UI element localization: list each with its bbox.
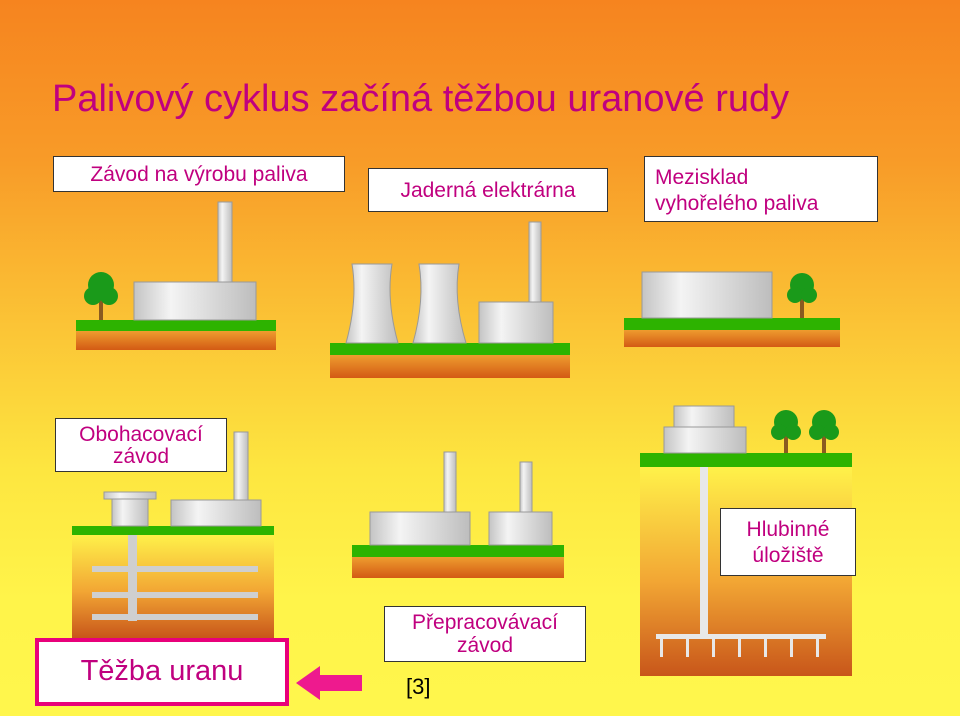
storage-building bbox=[641, 271, 773, 319]
chimney bbox=[519, 461, 533, 513]
label-repository: Hlubinné úložiště bbox=[720, 508, 856, 576]
chimney bbox=[233, 431, 249, 501]
mine-gallery bbox=[92, 614, 258, 620]
enrichment-building bbox=[170, 499, 262, 527]
tree-icon bbox=[84, 272, 118, 320]
cooling-tower bbox=[412, 263, 467, 344]
reactor-building bbox=[478, 301, 554, 344]
headframe bbox=[111, 498, 149, 527]
ground-soil bbox=[330, 354, 570, 378]
cooling-tower bbox=[345, 263, 399, 344]
label-reprocessing: Přepracovávací závod bbox=[384, 606, 586, 662]
repository-gallery bbox=[656, 634, 826, 639]
ground-grass bbox=[76, 320, 276, 331]
reprocessing-building bbox=[488, 511, 553, 546]
tree-icon bbox=[787, 273, 817, 318]
arrow-left-icon bbox=[296, 666, 362, 700]
mine-shaft bbox=[128, 535, 137, 621]
ground-soil bbox=[624, 329, 840, 347]
label-fuel-plant: Závod na výrobu paliva bbox=[53, 156, 345, 192]
interim-storage-scene bbox=[624, 271, 840, 347]
label-interim-storage: Mezisklad vyhořelého paliva bbox=[644, 156, 878, 222]
label-npp: Jaderná elektrárna bbox=[368, 168, 608, 212]
ground-soil bbox=[352, 556, 564, 578]
mine-scene bbox=[72, 431, 274, 638]
label-mining: Těžba uranu bbox=[35, 638, 289, 706]
ground-soil bbox=[76, 330, 276, 350]
storage-boreholes bbox=[660, 639, 819, 657]
mine-gallery bbox=[92, 566, 258, 572]
reprocessing-scene bbox=[352, 451, 564, 578]
repository-building bbox=[663, 426, 747, 454]
chimney bbox=[443, 451, 457, 513]
npp-scene bbox=[330, 221, 570, 378]
tree-icon bbox=[771, 410, 801, 453]
ground-grass bbox=[640, 453, 852, 467]
repository-shaft bbox=[700, 467, 708, 637]
chimney bbox=[217, 201, 233, 283]
headframe-top bbox=[103, 491, 157, 500]
fuel-plant-scene bbox=[76, 201, 276, 350]
plant-building bbox=[133, 281, 257, 321]
chimney bbox=[528, 221, 542, 303]
ground-grass bbox=[624, 318, 840, 330]
repository-building bbox=[673, 405, 735, 428]
ground-grass bbox=[72, 526, 274, 535]
ground-grass bbox=[330, 343, 570, 355]
mine-gallery bbox=[92, 592, 258, 598]
underground-soil bbox=[72, 534, 274, 638]
tree-icon bbox=[809, 410, 839, 453]
reference-citation: [3] bbox=[406, 674, 431, 699]
ground-grass bbox=[352, 545, 564, 557]
page-title: Palivový cyklus začíná těžbou uranové ru… bbox=[52, 78, 790, 120]
label-enrichment: Obohacovací závod bbox=[55, 418, 227, 472]
reprocessing-building bbox=[369, 511, 471, 546]
